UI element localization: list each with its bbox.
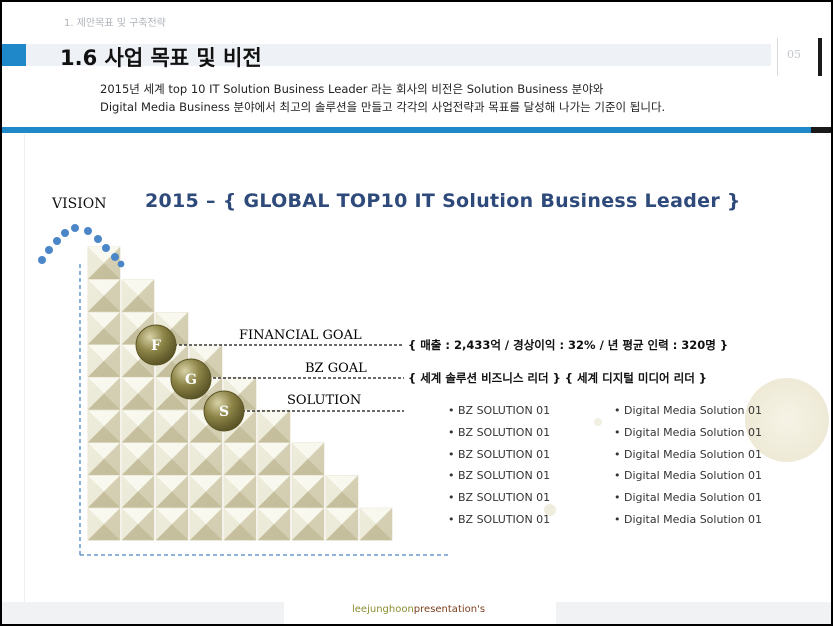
pyramid-tile xyxy=(121,377,155,410)
pyramid-tile xyxy=(223,507,257,541)
pyramid-tile xyxy=(325,475,359,508)
pyramid-tile xyxy=(257,475,291,508)
breadcrumb: 1. 제안목표 및 구축전략 xyxy=(64,18,166,29)
financial-goal-detail: { 매출 : 2,433억 / 경상이익 : 32% / 년 평균 인력 : 3… xyxy=(408,338,729,352)
pyramid-tile xyxy=(87,344,121,378)
decor-circle-large xyxy=(745,378,829,462)
pyramid-tile xyxy=(155,442,189,476)
pyramid-tile xyxy=(257,442,291,476)
pyramid-tile xyxy=(87,475,121,508)
pyramid-tile xyxy=(121,409,155,443)
digital-media-solution-item: • Digital Media Solution 01 xyxy=(614,512,762,526)
bz-solution-item: • BZ SOLUTION 01 xyxy=(448,491,551,505)
pyramid-tile xyxy=(87,409,121,443)
pyramid-tile xyxy=(291,442,325,476)
pyramid-tile xyxy=(223,475,257,508)
pyramid-tile xyxy=(189,475,223,508)
description-line-2: Digital Media Business 분야에서 최고의 솔루션을 만들고… xyxy=(100,100,666,114)
footer-tab xyxy=(284,598,556,624)
pyramid-tile xyxy=(223,442,257,476)
pyramid-tile xyxy=(121,475,155,508)
pyramid-tile xyxy=(87,442,121,476)
description-line-1: 2015년 세계 top 10 IT Solution Business Lea… xyxy=(100,82,604,96)
digital-media-solution-item: • Digital Media Solution 01 xyxy=(614,404,762,417)
content-area xyxy=(24,134,812,602)
bz-goal-badge: G xyxy=(170,358,212,400)
pyramid-tile xyxy=(87,279,121,312)
bz-goal-label: BZ GOAL xyxy=(305,361,367,376)
pyramid-tile xyxy=(257,409,291,443)
pyramid-tile xyxy=(291,507,325,541)
pyramid-tile xyxy=(155,475,189,508)
pyramid-tile xyxy=(291,475,325,508)
bz-solution-item: • BZ SOLUTION 01 xyxy=(448,469,551,483)
pyramid-tile xyxy=(189,507,223,541)
pyramid-tile xyxy=(257,507,291,541)
pyramid-tile xyxy=(155,409,189,443)
vision-label: VISION xyxy=(52,196,107,212)
pyramid-tile xyxy=(121,507,155,541)
decor-circle-tiny xyxy=(594,418,602,426)
digital-media-solution-list: • Digital Media Solution 01 • Digital Me… xyxy=(614,404,762,535)
header-divider-dark xyxy=(811,127,831,133)
digital-media-solution-item: • Digital Media Solution 01 xyxy=(614,447,762,461)
financial-goal-badge: F xyxy=(135,324,177,366)
bz-solution-item: • BZ SOLUTION 01 xyxy=(448,404,551,417)
financial-goal-badge-letter: F xyxy=(151,338,161,354)
title-bar xyxy=(26,44,771,66)
pyramid-tile xyxy=(121,442,155,476)
decor-circle-small xyxy=(544,504,556,516)
footer-credit-suffix: presentation's xyxy=(413,604,486,615)
bz-solution-item: • BZ SOLUTION 01 xyxy=(448,447,551,461)
pyramid-tile xyxy=(87,377,121,410)
arrow-dots xyxy=(38,224,125,268)
solution-badge: S xyxy=(203,390,245,432)
solution-label: SOLUTION xyxy=(287,393,361,408)
pyramid-tile xyxy=(155,507,189,541)
pyramid-tile xyxy=(121,279,155,312)
title-accent xyxy=(2,44,26,66)
digital-media-solution-item: • Digital Media Solution 01 xyxy=(614,425,762,439)
digital-media-solution-item: • Digital Media Solution 01 xyxy=(614,491,762,505)
bz-solution-list: • BZ SOLUTION 01 • BZ SOLUTION 01 • BZ S… xyxy=(448,404,550,535)
pyramid-tile xyxy=(325,507,359,541)
vision-heading: 2015 – { GLOBAL TOP10 IT Solution Busine… xyxy=(145,190,741,212)
footer-credit-name: leejunghoon xyxy=(352,604,414,615)
bz-goal-detail: { 세계 솔루션 비즈니스 리더 } { 세계 디지털 미디어 리더 } xyxy=(408,371,707,385)
pyramid-tile xyxy=(87,311,121,345)
page-number-box xyxy=(777,38,822,76)
bz-goal-badge-letter: G xyxy=(185,372,197,388)
digital-media-solution-item: • Digital Media Solution 01 xyxy=(614,469,762,483)
solution-badge-letter: S xyxy=(219,404,229,420)
pyramid-tile xyxy=(359,507,393,541)
header-divider xyxy=(2,127,811,133)
bz-solution-item: • BZ SOLUTION 01 xyxy=(448,425,551,439)
page-title: 1.6 사업 목표 및 비전 xyxy=(60,46,262,70)
footer-credit: leejunghoonpresentation's xyxy=(352,604,485,615)
pyramid-tile xyxy=(87,507,121,541)
financial-goal-label: FINANCIAL GOAL xyxy=(239,328,362,343)
pyramid-tile xyxy=(87,246,121,280)
bz-solution-item: • BZ SOLUTION 01 xyxy=(448,512,551,526)
pyramid-tile xyxy=(189,442,223,476)
page-number: 05 xyxy=(787,48,801,61)
